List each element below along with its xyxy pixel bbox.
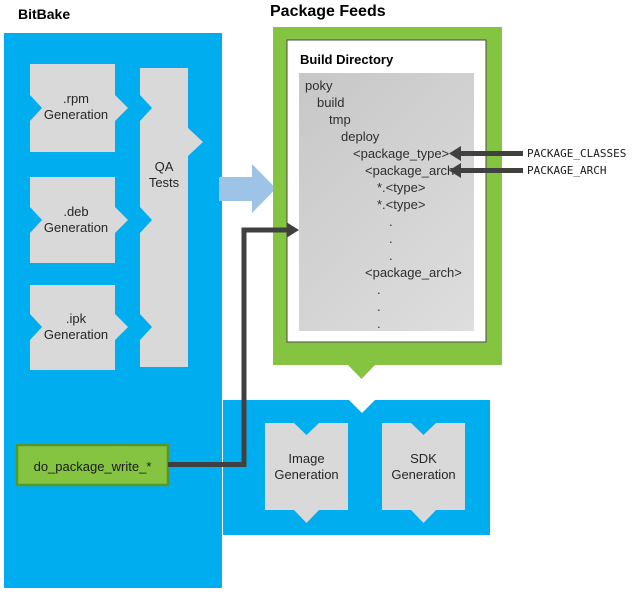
- tree-entry: .: [389, 248, 393, 263]
- package-feeds-down-arrow-icon: [347, 364, 376, 379]
- tree-entry: *.<type>: [377, 180, 426, 195]
- package-arch-label: PACKAGE_ARCH: [527, 164, 607, 177]
- sdk-gen-line2: Generation: [391, 467, 456, 482]
- tree-entry: <package_arch>: [365, 163, 462, 178]
- tree-entry: tmp: [329, 112, 351, 127]
- tree-entry: .: [377, 316, 381, 331]
- tree-entry: .: [377, 299, 381, 314]
- flow-arrow-icon: [219, 164, 276, 213]
- tree-entry: poky: [305, 78, 333, 93]
- do-package-write-box: [15, 443, 170, 487]
- rpm-generation-label: .rpm Generation: [30, 91, 122, 123]
- deb-label-line2: Generation: [43, 220, 109, 235]
- tree-entry: .: [389, 214, 393, 229]
- tree-entry: .: [377, 282, 381, 297]
- ipk-label-line1: .ipk: [65, 311, 87, 326]
- deb-label-line1: .deb: [63, 204, 89, 219]
- directory-tree: poky build tmp deploy <package_type> <package…: [299, 73, 474, 331]
- tree-entry: <package_arch>: [365, 265, 462, 280]
- tree-entry: build: [317, 95, 345, 110]
- deb-generation-label: .deb Generation: [30, 204, 122, 236]
- ipk-generation-label: .ipk Generation: [30, 311, 122, 343]
- ipk-generation-shape: [30, 285, 128, 370]
- tree-entry: deploy: [341, 129, 380, 144]
- tree-entry: *.<type>: [377, 197, 426, 212]
- tree-entry: <package_type>: [353, 146, 450, 161]
- sdk-gen-line1: SDK: [410, 451, 437, 466]
- rpm-label-line2: Generation: [43, 107, 109, 122]
- package-classes-label: PACKAGE_CLASSES: [527, 147, 627, 160]
- qa-label-line2: Tests: [148, 175, 180, 190]
- ipk-label-line2: Generation: [43, 327, 109, 342]
- rpm-generation-shape: [30, 64, 128, 152]
- package-feeds-title: Package Feeds: [270, 3, 386, 20]
- deb-generation-shape: [30, 177, 128, 263]
- qa-label-line1: QA: [154, 159, 174, 174]
- image-gen-line1: Image: [288, 451, 325, 466]
- do-package-write-label: do_package_write_*: [33, 459, 152, 474]
- sdk-generation-shape: [382, 423, 465, 523]
- build-directory-label: Build Directory: [300, 52, 394, 67]
- image-generation-label: Image Generation: [265, 451, 348, 483]
- bitbake-title: BitBake: [18, 6, 71, 22]
- qa-tests-label: QA Tests: [140, 159, 188, 191]
- image-gen-line2: Generation: [274, 467, 339, 482]
- sdk-generation-label: SDK Generation: [382, 451, 465, 483]
- rpm-label-line1: .rpm: [63, 91, 89, 106]
- tree-entry: .: [389, 231, 393, 246]
